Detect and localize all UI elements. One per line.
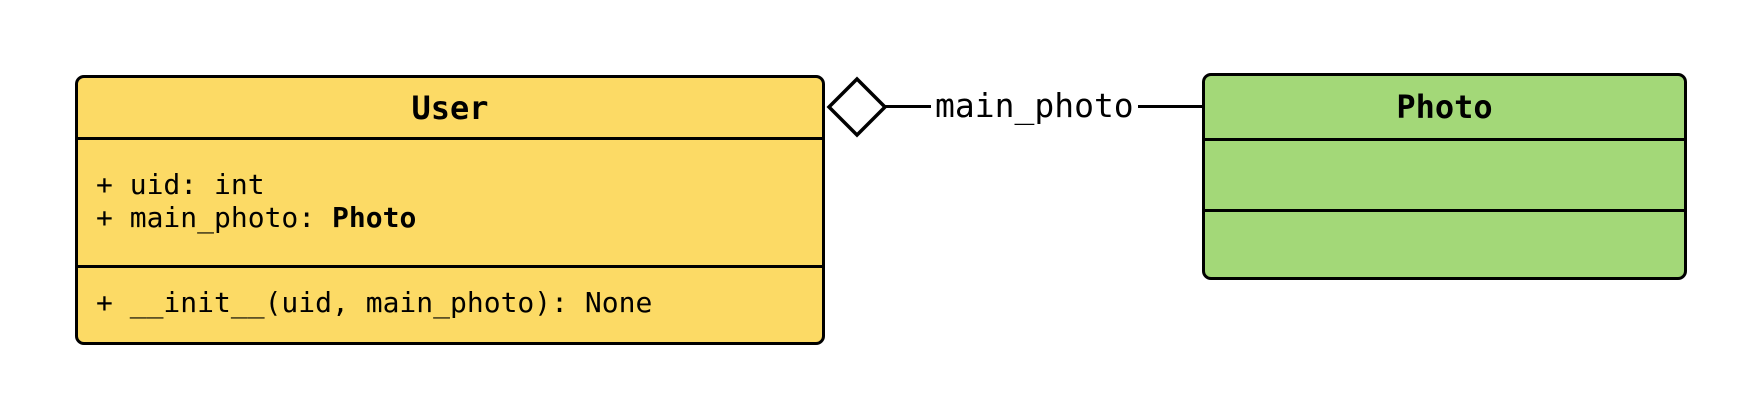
class-node-photo: Photo <box>1202 73 1687 280</box>
attributes-compartment-photo <box>1205 138 1684 209</box>
class-title-user: User <box>411 88 489 127</box>
attribute-row: + main_photo: Photo <box>96 201 417 234</box>
class-node-user: User + uid: int + main_photo: Photo + __… <box>75 75 825 345</box>
methods-compartment-photo <box>1205 209 1684 277</box>
methods-compartment-user: + __init__(uid, main_photo): None <box>78 265 822 342</box>
attributes-compartment-user: + uid: int + main_photo: Photo <box>78 137 822 265</box>
class-title-photo: Photo <box>1396 88 1493 126</box>
attribute-row: + uid: int <box>96 168 265 201</box>
aggregation-diamond-icon <box>826 76 888 138</box>
method-row: + __init__(uid, main_photo): None <box>96 286 653 319</box>
edge-label-main-photo: main_photo <box>931 84 1138 128</box>
